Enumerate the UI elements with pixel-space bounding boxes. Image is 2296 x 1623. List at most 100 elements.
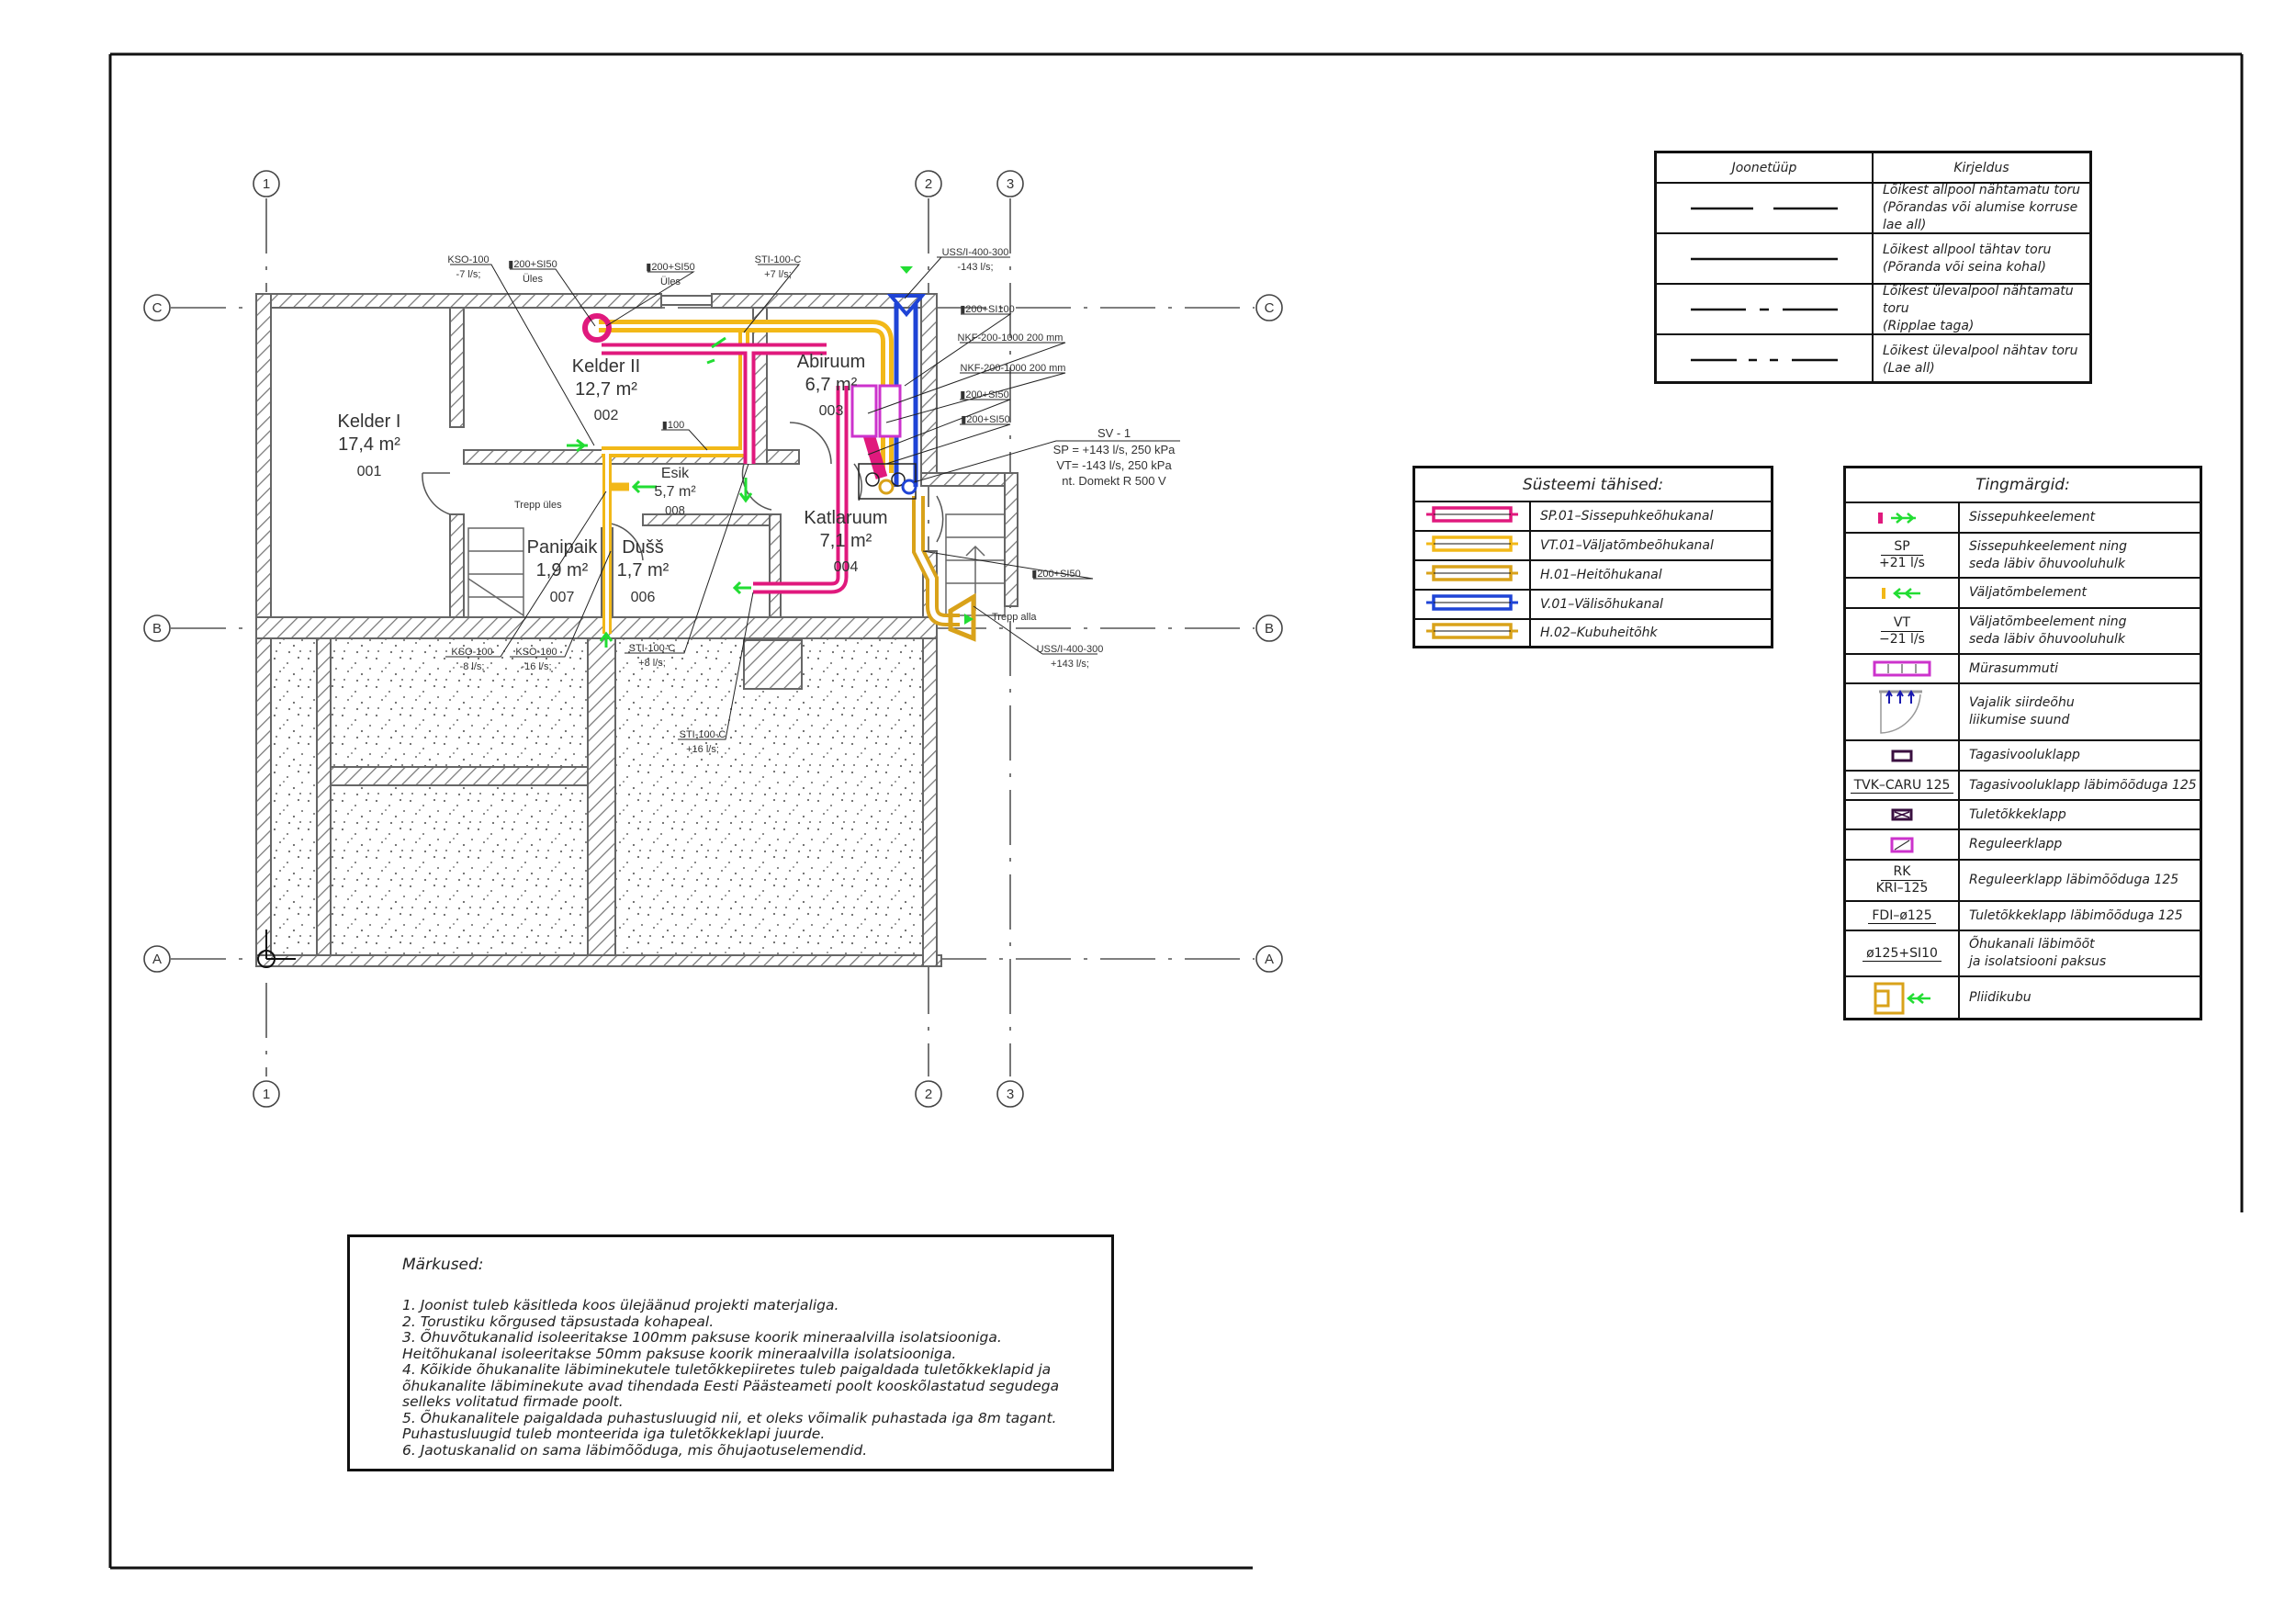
note-line: 4. Kõikide õhukanalite läbiminekutele tu… <box>402 1361 1052 1378</box>
symbol-fraction-bottom: +21 l/s <box>1879 556 1925 570</box>
room-name: Abiruum <box>797 352 865 372</box>
symbol-fraction-bottom: KRI–125 <box>1875 881 1929 896</box>
silencer-icon <box>1846 655 1960 682</box>
symbol-desc: Õhukanali läbimõõt <box>1969 937 2095 952</box>
annotation-label: ▮200+SI50 <box>508 259 557 270</box>
linetype-dashed-sample <box>1657 184 1874 232</box>
description-header: Kirjeldus <box>1953 160 2009 175</box>
green-marker <box>900 266 913 274</box>
symbol-desc: Sissepuhkeelement ning <box>1969 538 2128 554</box>
stair-label-down: Trepp alla <box>992 612 1037 623</box>
linetype-dash-dot-sample <box>1657 285 1874 333</box>
symbol-fraction-top: RK <box>1880 864 1924 881</box>
annotation-label: ▮100 <box>662 420 684 431</box>
annotation-label: KSO-100 <box>515 647 557 658</box>
symbol-desc: Väljatõmbelement <box>1969 585 2087 600</box>
unit-title: SV - 1 <box>1097 426 1131 440</box>
room-code: 006 <box>631 590 656 605</box>
linetype-desc: (Põrandas või alumise korruse lae all) <box>1883 200 2078 232</box>
symbol-desc: Sissepuhkeelement <box>1969 510 2096 524</box>
grid-label-3-bottom: 3 <box>1007 1087 1014 1102</box>
grid-label-2-bottom: 2 <box>925 1087 932 1102</box>
symbol-code: TVK–CARU 125 <box>1850 778 1954 794</box>
system-label: H.02–Kubuheitõhk <box>1540 625 1658 640</box>
linetype-desc: (Põranda või seina kohal) <box>1883 259 2046 275</box>
notes-title: Märkused: <box>402 1256 484 1274</box>
note-line: 6. Jaotuskanalid on sama läbimõõduga, mi… <box>402 1441 868 1459</box>
room-code: 008 <box>665 503 685 517</box>
linetype-desc: Lõikest allpool tähtav toru <box>1883 242 2052 257</box>
room-area: 5,7 m² <box>654 484 696 500</box>
note-line: 2. Torustiku kõrgused täpsustada kohapea… <box>402 1313 715 1330</box>
window <box>660 295 713 306</box>
symbol-fraction-bottom: −21 l/s <box>1879 631 1925 647</box>
symbol-desc: Pliidikubu <box>1969 990 2032 1005</box>
doors <box>422 422 944 561</box>
linetype-dash-dot-dot-sample <box>1657 335 1874 384</box>
linetype-header: Joonetüüp <box>1657 153 1874 182</box>
annotation-label: STI-100-C <box>755 254 802 265</box>
symbol-desc: Väljatõmbeelement ning <box>1969 614 2127 629</box>
symbol-legend-title: Tingmärgid: <box>1975 476 2070 494</box>
transfer-air-icon <box>1846 684 1960 739</box>
symbol-desc: Tuletõkkeklapp läbimõõduga 125 <box>1969 907 2183 923</box>
exhaust-air-duct <box>912 496 976 642</box>
unit-spec-line: nt. Domekt R 500 V <box>1062 474 1166 488</box>
annotation-label: +16 l/s; <box>686 744 719 755</box>
room-name: Panipaik <box>527 537 599 558</box>
fire-damper-icon <box>1846 801 1960 828</box>
room-area: 1,7 m² <box>617 560 670 580</box>
room-code: 004 <box>834 559 859 575</box>
note-line: õhukanalite läbiminekute avad tihendada … <box>402 1377 1060 1394</box>
note-line: Puhastusluugid tuleb monteerida iga tule… <box>402 1426 826 1442</box>
stair-label-up: Trepp üles <box>514 500 562 511</box>
note-line: 5. Õhukanalitele paigaldada puhastusluug… <box>402 1409 1057 1426</box>
room-code: 001 <box>357 464 382 479</box>
linetype-desc: (Lae all) <box>1883 360 1935 376</box>
linetype-desc: Lõikest ülevalpool nähtav toru <box>1883 343 2078 358</box>
annotation-label: +143 l/s; <box>1051 659 1089 670</box>
room-area: 6,7 m² <box>805 375 858 395</box>
grid-label-3-top: 3 <box>1007 176 1014 192</box>
room-area: 12,7 m² <box>575 379 637 400</box>
annotation-label: -16 l/s; <box>521 661 551 672</box>
hood-exhaust-duct-swatch <box>1426 623 1518 643</box>
notes-box: Märkused: 1. Joonist tuleb käsitleda koo… <box>347 1234 1114 1471</box>
system-legend: Süsteemi tähised: SP.01–Sissepuhkeõhukan… <box>1412 466 1773 648</box>
control-damper-icon <box>1846 830 1960 859</box>
annotation-label: ▮200+SI50 <box>961 414 1009 425</box>
foundation-fill <box>271 638 923 955</box>
annotation-label: NKF-200-1000 200 mm <box>958 332 1064 344</box>
annotation-label: KSO-100 <box>447 254 489 265</box>
annotation-label: Üles <box>660 276 681 287</box>
symbol-desc: liikumise suund <box>1969 713 2070 727</box>
symbol-desc: Mürasummuti <box>1969 660 2058 676</box>
room-code: 002 <box>594 408 619 423</box>
grid-label-c-left: C <box>152 300 163 316</box>
symbol-desc: Tagasivooluklapp <box>1969 748 2080 762</box>
note-line: 1. Joonist tuleb käsitleda koos ülejäänu… <box>402 1297 839 1313</box>
room-area: 7,1 m² <box>820 531 872 551</box>
note-line: 3. Õhuvõtukanalid isoleeritakse 100mm pa… <box>402 1329 1002 1346</box>
room-area: 17,4 m² <box>338 434 400 455</box>
exhaust-element-icon <box>1846 579 1960 607</box>
annotation-label: KSO-100 <box>451 647 492 658</box>
unit-spec-line: SP = +143 l/s, 250 kPa <box>1053 443 1176 456</box>
symbol-desc: seda läbiv õhuvooluhulk <box>1969 556 2126 571</box>
annotation-label: -7 l/s; <box>456 269 481 280</box>
symbol-desc: Vajalik siirdeõhu <box>1969 695 2075 710</box>
air-terminal-arrows <box>567 336 753 648</box>
symbol-code: FDI–ø125 <box>1868 908 1936 924</box>
room-area: 1,9 m² <box>536 560 589 580</box>
exhaust-duct-swatch <box>1426 535 1518 556</box>
grid-label-b-left: B <box>152 621 162 637</box>
annotation-label: +8 l/s; <box>638 658 666 669</box>
linetype-desc: (Ripplae taga) <box>1883 319 1975 333</box>
check-valve-icon <box>1846 741 1960 770</box>
room-name: Esik <box>661 466 690 481</box>
annotation-label: ▮200+SI50 <box>1031 569 1080 580</box>
leader-lines <box>445 256 1180 740</box>
annotation-label: -8 l/s; <box>460 661 485 672</box>
